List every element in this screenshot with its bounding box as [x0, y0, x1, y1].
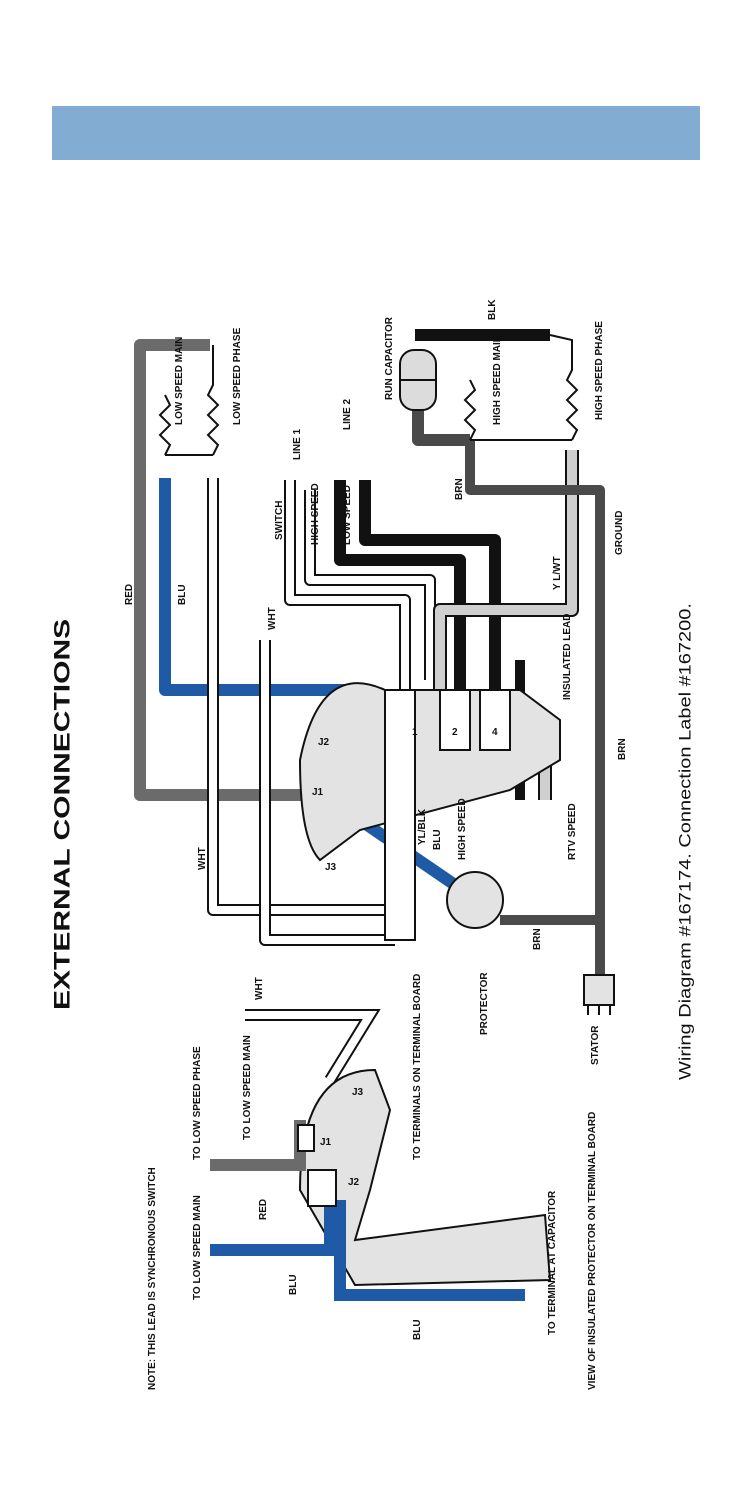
header-banner: [52, 106, 700, 160]
run-capacitor-symbol: [399, 349, 437, 411]
wire-brn-main: [465, 440, 605, 925]
stator-j3: J3: [325, 862, 337, 873]
coil-high-speed-phase: [549, 334, 579, 441]
terminal-2: 2: [452, 727, 458, 738]
lower-j1: J1: [320, 1137, 332, 1148]
lower-j3: J3: [352, 1087, 364, 1098]
label-brn-main: BRN: [454, 478, 465, 500]
stator-body: 1 2 4 J1 J2 J3: [298, 682, 561, 941]
terminal-4: 4: [492, 727, 498, 738]
label-wht-lower: WHT: [254, 977, 265, 1000]
label-blu-mid: BLU: [177, 584, 188, 605]
wire-brn-run: [412, 400, 470, 446]
label-to-terminal-capacitor: TO TERMINAL AT CAPACITOR: [547, 1190, 558, 1335]
label-insulated-lead: INSULATED LEAD: [562, 614, 573, 700]
lower-wire-blue-2: [334, 1200, 525, 1301]
label-to-low-speed-main: TO LOW SPEED MAIN: [242, 1035, 253, 1140]
label-brn-lower: BRN: [617, 738, 628, 760]
label-to-terminals: TO TERMINALS ON TERMINAL BOARD: [412, 974, 423, 1160]
label-line1: LINE 1: [292, 428, 303, 460]
lower-wire-red: [210, 1120, 306, 1171]
label-run-capacitor: RUN CAPACITOR: [384, 316, 395, 400]
label-note: NOTE: THIS LEAD IS SYNCHRONOUS SWITCH: [147, 1167, 158, 1390]
terminal-board: [384, 689, 416, 941]
label-red-lower: RED: [258, 1199, 269, 1220]
label-wht-mid: WHT: [267, 607, 278, 630]
coil-low-speed-phase: [206, 345, 220, 456]
label-stator: STATOR: [590, 1025, 601, 1065]
label-low-speed-main: LOW SPEED MAIN: [174, 337, 185, 425]
stator-j2: J2: [318, 737, 330, 748]
lower-j2: J2: [348, 1177, 360, 1188]
wire-black-1: [334, 480, 466, 700]
label-yl-wt: Y L/WT: [552, 556, 563, 590]
label-wht-left: WHT: [197, 847, 208, 870]
label-blu-switch: BLU: [432, 829, 443, 850]
lower-diagram: J1 J2 J3: [210, 1009, 552, 1301]
wire-black-2: [359, 480, 501, 700]
label-ground: GROUND: [614, 511, 625, 555]
labels-lower: TO LOW SPEED PHASE TO LOW SPEED MAIN WHT…: [147, 974, 598, 1390]
ground-symbol: [583, 974, 615, 1015]
protector-symbol: [446, 871, 504, 929]
label-low-speed-phase: LOW SPEED PHASE: [232, 327, 243, 425]
label-low-speed: LOW SPEED: [342, 485, 353, 545]
label-blu-lower2: BLU: [412, 1319, 423, 1340]
label-view-note: VIEW OF INSULATED PROTECTOR ON TERMINAL …: [587, 1112, 598, 1390]
labels-upper: RED BLU WHT WHT LOW SPEED MAIN LOW SPEED…: [124, 299, 628, 1065]
label-switch: SWITCH: [274, 501, 285, 540]
label-to-low-speed-main2: TO LOW SPEED MAIN: [192, 1195, 203, 1300]
label-red: RED: [124, 584, 135, 605]
label-high-speed-sw: HIGH SPEED: [457, 798, 468, 860]
label-high-speed: HIGH SPEED: [310, 483, 321, 545]
label-brn-left: BRN: [532, 928, 543, 950]
wires-upper: [134, 329, 605, 975]
label-protector: PROTECTOR: [479, 972, 490, 1035]
label-line2: LINE 2: [342, 398, 353, 430]
label-high-speed-phase: HIGH SPEED PHASE: [594, 321, 605, 420]
label-to-low-speed-phase: TO LOW SPEED PHASE: [192, 1046, 203, 1160]
label-blu-lower: BLU: [288, 1274, 299, 1295]
label-blk: BLK: [487, 299, 498, 320]
label-yl-blk: YL/BLK: [417, 808, 428, 845]
terminal-1: 1: [412, 727, 418, 738]
coils-upper: [158, 334, 579, 456]
lower-wire-blue-1: [210, 1200, 336, 1256]
label-rtv-speed: RTV SPEED: [567, 803, 578, 860]
stator-j1: J1: [312, 787, 324, 798]
coil-high-speed-main: [463, 379, 477, 441]
coil-low-speed-main: [158, 394, 172, 456]
label-high-speed-main: HIGH SPEED MAIN: [492, 335, 503, 425]
